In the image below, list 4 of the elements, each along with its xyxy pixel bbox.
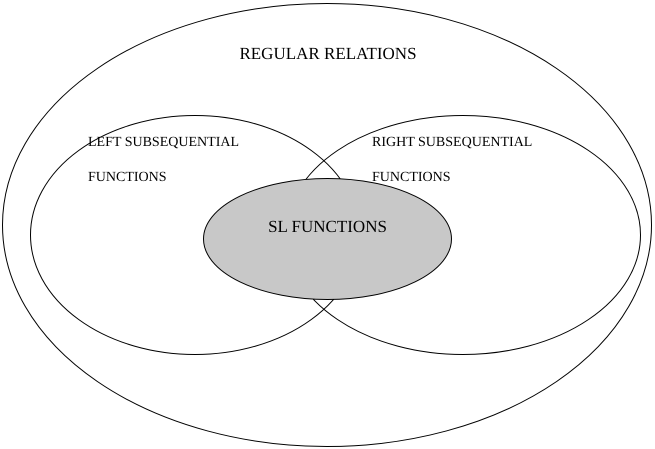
ellipse-label: SL FUNCTIONS [267,216,388,238]
ellipse-label: LEFT SUBSEQUENTIAL FUNCTIONS [88,134,240,187]
ellipse-label: REGULAR RELATIONS [238,43,418,65]
ellipse-label: RIGHT SUBSEQUENTIAL FUNCTIONS [372,134,533,187]
